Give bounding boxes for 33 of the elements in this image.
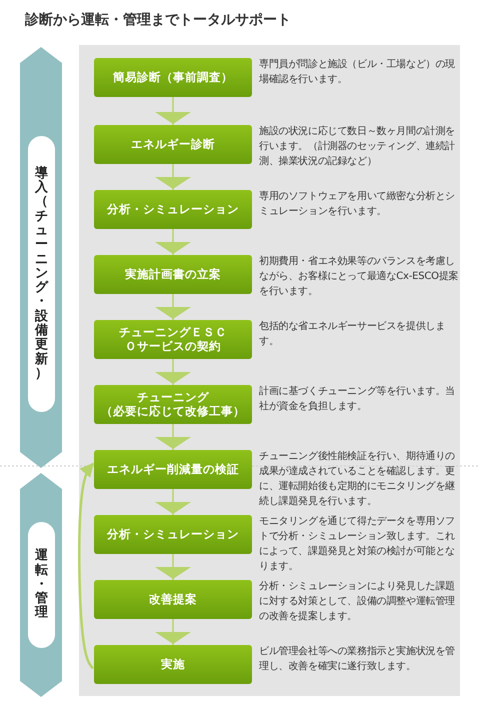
flow-arrow — [155, 164, 191, 190]
step-description: 初期費用・省エネ効果等のバランスを考慮しながら、お客様にとって最適なCx-ESCO提案を行います。 — [259, 254, 459, 299]
step-description: 専用のソフトウェアを用いて緻密な分析とシミュレーションを行います。 — [259, 190, 456, 219]
flow-arrow — [155, 619, 191, 645]
flow-arrow — [155, 424, 191, 450]
process-box: エネルギー診断 — [94, 125, 252, 164]
diagram-title: 診断から運転・管理までトータルサポート — [25, 11, 291, 29]
process-box: 実施計画書の立案 — [94, 255, 252, 294]
step-description: ビル管理会社等への業務指示と実施状況を管理し、改善を確実に遂行致します。 — [259, 644, 456, 674]
stage-label: 運転・管理 — [35, 549, 48, 621]
process-box: チューニングＥＳＣＯサービスの契約 — [94, 320, 252, 359]
loop-arrow — [78, 462, 94, 670]
flow-arrow — [155, 359, 191, 385]
flow-arrow — [155, 294, 191, 320]
flow-arrow — [155, 97, 191, 125]
step-description: 計画に基づくチューニング等を行います。当社が資金を負担します。 — [259, 384, 456, 414]
flow-arrow — [155, 554, 191, 580]
flow-arrow — [155, 489, 191, 515]
process-box: エネルギー削減量の検証 — [94, 450, 252, 489]
step-description: 分析・シミュレーションにより発見した課題に対する対策として、設備の調整や運転管理の改善を提案します。 — [259, 580, 456, 624]
step-description: 施設の状況に応じて数日～数ヶ月間の計測を行います。（計測器のセッティング、連続計測、操業状況の記録など） — [259, 124, 456, 169]
step-description: チューニング後性能検証を行い、期待通りの成果が達成されていることを確認します。更に、運転開始後も定期的にモニタリングを継続し課題発見を行います。 — [259, 450, 456, 509]
process-box: 簡易診断（事前調査） — [94, 58, 252, 97]
stage-label: 導入（チューニング・設備更新） — [35, 166, 48, 382]
process-box: 実施 — [94, 645, 252, 684]
step-description: 専門員が問診と施設（ビル・工場など）の現場確認を行います。 — [259, 58, 456, 87]
process-box: チューニング （必要に応じて改修工事） — [94, 385, 252, 424]
process-box: 分析・シミュレーション — [94, 190, 252, 229]
process-box: 改善提案 — [94, 580, 252, 619]
step-description: モニタリングを通じて得たデータを専用ソフトで分析・シミュレーション致します。これによって、課題発見と対策の検討が可能となります。 — [259, 514, 456, 574]
step-description: 包括的な省エネルギーサービスを提供します。 — [259, 320, 446, 349]
flow-arrow — [155, 229, 191, 255]
process-box: 分析・シミュレーション — [94, 515, 252, 554]
